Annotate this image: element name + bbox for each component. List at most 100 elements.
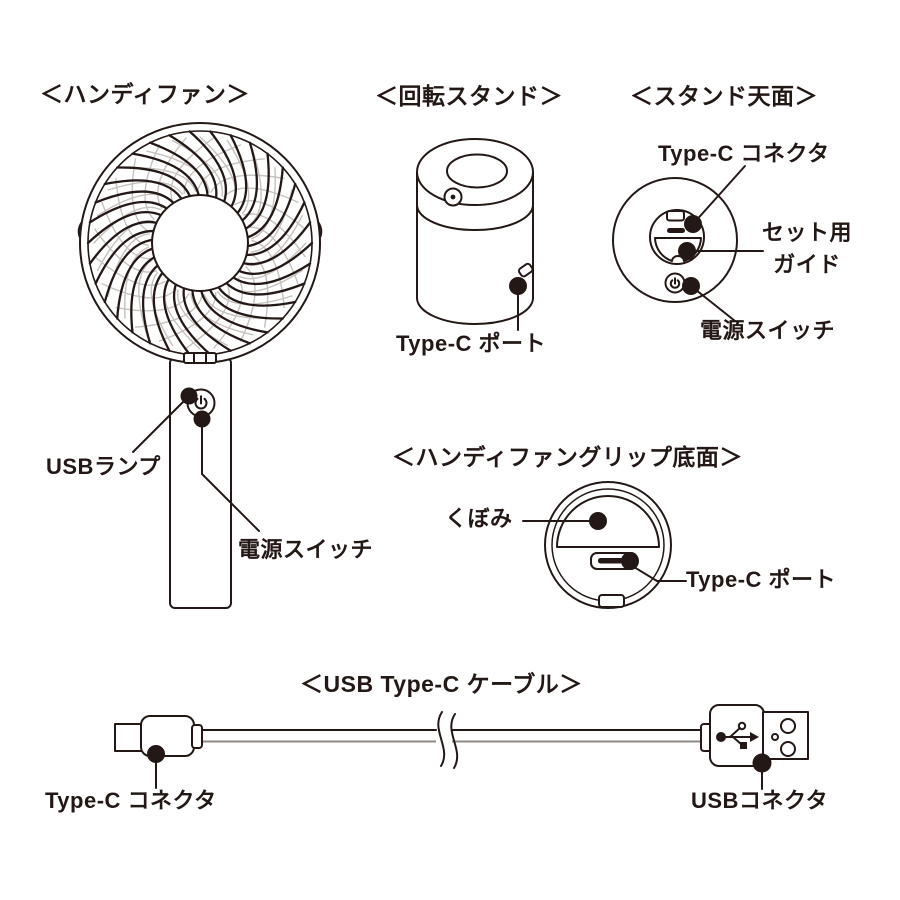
fan-blade	[172, 283, 212, 356]
fan-blade	[226, 139, 250, 214]
grip-bottom-notch	[598, 594, 625, 608]
fan-blade	[250, 253, 269, 328]
fan-blade	[168, 134, 218, 199]
label-recess: くぼみ	[445, 506, 513, 531]
fan-blade	[101, 283, 177, 299]
rotating-stand-title: ＜回転スタンド＞	[375, 83, 563, 109]
cable-break-squiggle	[450, 713, 459, 769]
type-c-connector	[114, 715, 203, 757]
fan-blade	[229, 134, 248, 215]
stand-top-hole	[446, 153, 508, 189]
fan-blade	[248, 150, 262, 226]
fan-blade	[86, 211, 163, 245]
callout-dot-recess	[589, 512, 607, 530]
fan-blade	[130, 256, 156, 334]
stand-type-c-port	[517, 262, 534, 278]
fan-blade	[245, 201, 306, 257]
label-set-guide: セット用 ガイド	[757, 217, 857, 281]
fan-blade	[242, 221, 312, 266]
fan-blade	[196, 158, 266, 192]
callout-dot-stand-port	[509, 277, 527, 295]
fan-blade	[241, 141, 259, 222]
grip-type-c-slot	[598, 558, 623, 564]
usb-shell-hole-small	[771, 733, 779, 741]
grip-outer-circle	[544, 481, 672, 609]
fan-blade	[134, 294, 204, 328]
fan-blade	[146, 150, 210, 193]
label-standtop-type-c: Type-C コネクタ	[658, 141, 830, 166]
fan-blade	[115, 293, 190, 312]
fan-blade	[213, 277, 243, 349]
standtop-type-c-connector	[666, 210, 685, 222]
fan-blade	[131, 158, 150, 233]
handy-fan-title: ＜ハンディファン＞	[40, 81, 250, 107]
callout-line-usb-lamp	[132, 395, 190, 453]
fan-blade	[171, 139, 224, 197]
callout-line-standtop-power	[690, 285, 736, 322]
fan-blade	[239, 242, 307, 280]
stand-top-view-illustration	[612, 165, 764, 322]
fan-blade	[176, 289, 229, 347]
grip-recess-shape	[556, 495, 660, 548]
fan-blade	[246, 214, 304, 267]
grip-bottom-title: ＜ハンディファングリップ底面＞	[392, 444, 743, 470]
usb-trident-icon	[716, 721, 759, 749]
fan-blade	[244, 152, 270, 230]
callout-line-grip-port	[633, 566, 687, 582]
label-standtop-power: 電源スイッチ	[700, 318, 836, 343]
fan-blade	[210, 174, 285, 193]
fan-blade	[116, 166, 192, 198]
fan-blade	[190, 293, 254, 336]
fan-blade	[246, 166, 284, 239]
rotating-stand-illustration	[416, 138, 534, 331]
fan-blade	[96, 219, 154, 272]
fan-blade	[209, 130, 238, 208]
usb-a-connector	[700, 704, 809, 767]
fan-blade	[103, 238, 154, 304]
label-set-guide-line2: ガイド	[773, 251, 841, 277]
fan-blade	[223, 187, 299, 203]
fan-blade	[94, 229, 155, 285]
standtop-bar	[667, 228, 685, 233]
label-usb-lamp: USBランプ	[46, 454, 161, 479]
fan-blade	[182, 287, 232, 352]
fan-blade	[188, 130, 228, 203]
stand-cap-edge	[416, 204, 534, 231]
type-c-plug-tip	[114, 723, 144, 752]
fan-blade	[162, 278, 191, 356]
label-grip-type-c-port: Type-C ポート	[686, 567, 837, 592]
fan-blade	[93, 206, 161, 244]
fan-blade	[116, 247, 154, 320]
stand-top-button-dot	[450, 194, 456, 200]
fan-blade	[94, 190, 175, 205]
fan-blade	[237, 241, 314, 275]
callout-line-standtop-typec	[692, 165, 746, 225]
fan-grill-blades	[86, 130, 314, 356]
usb-shell-hole	[780, 718, 796, 734]
usb-cable-illustration	[114, 704, 809, 790]
fan-blade	[103, 179, 183, 200]
stand-top-title: ＜スタンド天面＞	[630, 83, 818, 109]
fan-center-hole	[151, 194, 249, 292]
fan-blade	[131, 152, 200, 197]
label-set-guide-line1: セット用	[761, 220, 852, 245]
label-cable-type-c: Type-C コネクタ	[45, 788, 217, 813]
fan-blade	[88, 220, 158, 265]
fan-blade	[138, 260, 152, 336]
fan-blade	[148, 141, 209, 197]
fan-blade	[150, 272, 174, 347]
grip-bottom-illustration	[522, 481, 687, 609]
cable-break-squiggle	[437, 711, 446, 767]
fan-blade	[152, 271, 171, 352]
fan-blade	[217, 286, 297, 307]
usb-cable-title: ＜USB Type-C ケーブル＞	[300, 671, 583, 697]
label-stand-type-c-port: Type-C ポート	[396, 331, 547, 356]
fan-blade	[225, 281, 306, 296]
callout-dot-cable-typec	[147, 745, 165, 763]
label-fan-power-switch: 電源スイッチ	[238, 537, 374, 562]
power-icon	[669, 277, 681, 289]
callout-dot-usb-conn	[752, 753, 772, 773]
callout-line-fan-power	[201, 418, 260, 532]
label-usb-connector: USBコネクタ	[691, 788, 829, 813]
usb-shell-hole	[780, 741, 796, 757]
